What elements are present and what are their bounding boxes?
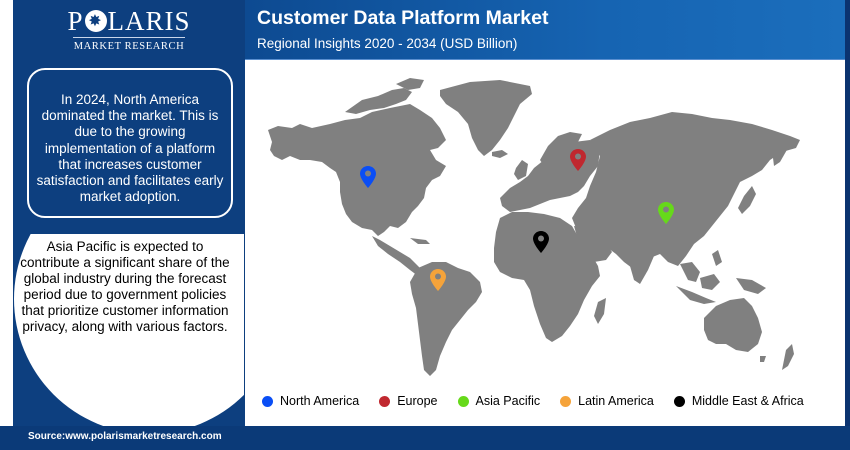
location-pin-icon (533, 231, 549, 253)
map-marker-asia-pacific[interactable] (658, 202, 674, 224)
logo-letters-laris: LARIS (107, 6, 191, 36)
legend-label: Middle East & Africa (691, 394, 804, 408)
world-landmass (268, 78, 800, 376)
north-america-insight-box: In 2024, North America dominated the mar… (27, 68, 233, 218)
legend-label: Europe (397, 394, 438, 408)
legend-dot-icon (560, 395, 572, 407)
location-pin-icon (570, 149, 586, 171)
compass-star-icon (84, 10, 107, 32)
map-marker-north-america[interactable] (360, 166, 376, 188)
legend-label: North America (280, 394, 360, 408)
legend-dot-icon (673, 395, 685, 407)
asia-pacific-insight-text: Asia Pacific is expected to contribute a… (20, 239, 230, 335)
location-pin-icon (658, 202, 674, 224)
page-subtitle: Regional Insights 2020 - 2034 (USD Billi… (257, 36, 518, 51)
location-pin-icon (360, 166, 376, 188)
logo-wordmark: P LARIS (13, 6, 245, 36)
page-title: Customer Data Platform Market (257, 7, 549, 29)
legend-label: Asia Pacific (475, 394, 541, 408)
legend-label: Latin America (578, 394, 654, 408)
source-citation: Source:www.polarismarketresearch.com (28, 431, 222, 442)
polaris-logo: P LARIS MARKET RESEARCH (13, 6, 245, 52)
map-marker-latin-america[interactable] (430, 269, 446, 291)
legend-item-latin-america[interactable]: Latin America (560, 394, 654, 408)
legend-dot-icon (457, 395, 469, 407)
map-marker-middle-east-africa[interactable] (533, 231, 549, 253)
legend-dot-icon (379, 395, 391, 407)
world-map (268, 78, 800, 376)
header-banner: Customer Data Platform Market Regional I… (245, 0, 845, 59)
legend-item-north-america[interactable]: North America (262, 394, 359, 408)
logo-tagline: MARKET RESEARCH (73, 41, 185, 52)
legend-dot-icon (262, 395, 273, 407)
left-edge-strip (0, 0, 13, 450)
location-pin-icon (430, 269, 446, 291)
logo-divider (73, 37, 185, 38)
footer-bar (0, 426, 850, 450)
map-marker-europe[interactable] (570, 149, 586, 171)
map-legend: North America Europe Asia Pacific Latin … (262, 393, 824, 409)
north-america-insight-text: In 2024, North America dominated the mar… (36, 92, 224, 205)
header-divider (245, 59, 845, 60)
right-edge-border (845, 0, 850, 450)
logo-letter-p: P (67, 6, 84, 36)
legend-item-middle-east-africa[interactable]: Middle East & Africa (673, 394, 804, 408)
legend-item-europe[interactable]: Europe (379, 394, 438, 408)
legend-item-asia-pacific[interactable]: Asia Pacific (457, 394, 541, 408)
